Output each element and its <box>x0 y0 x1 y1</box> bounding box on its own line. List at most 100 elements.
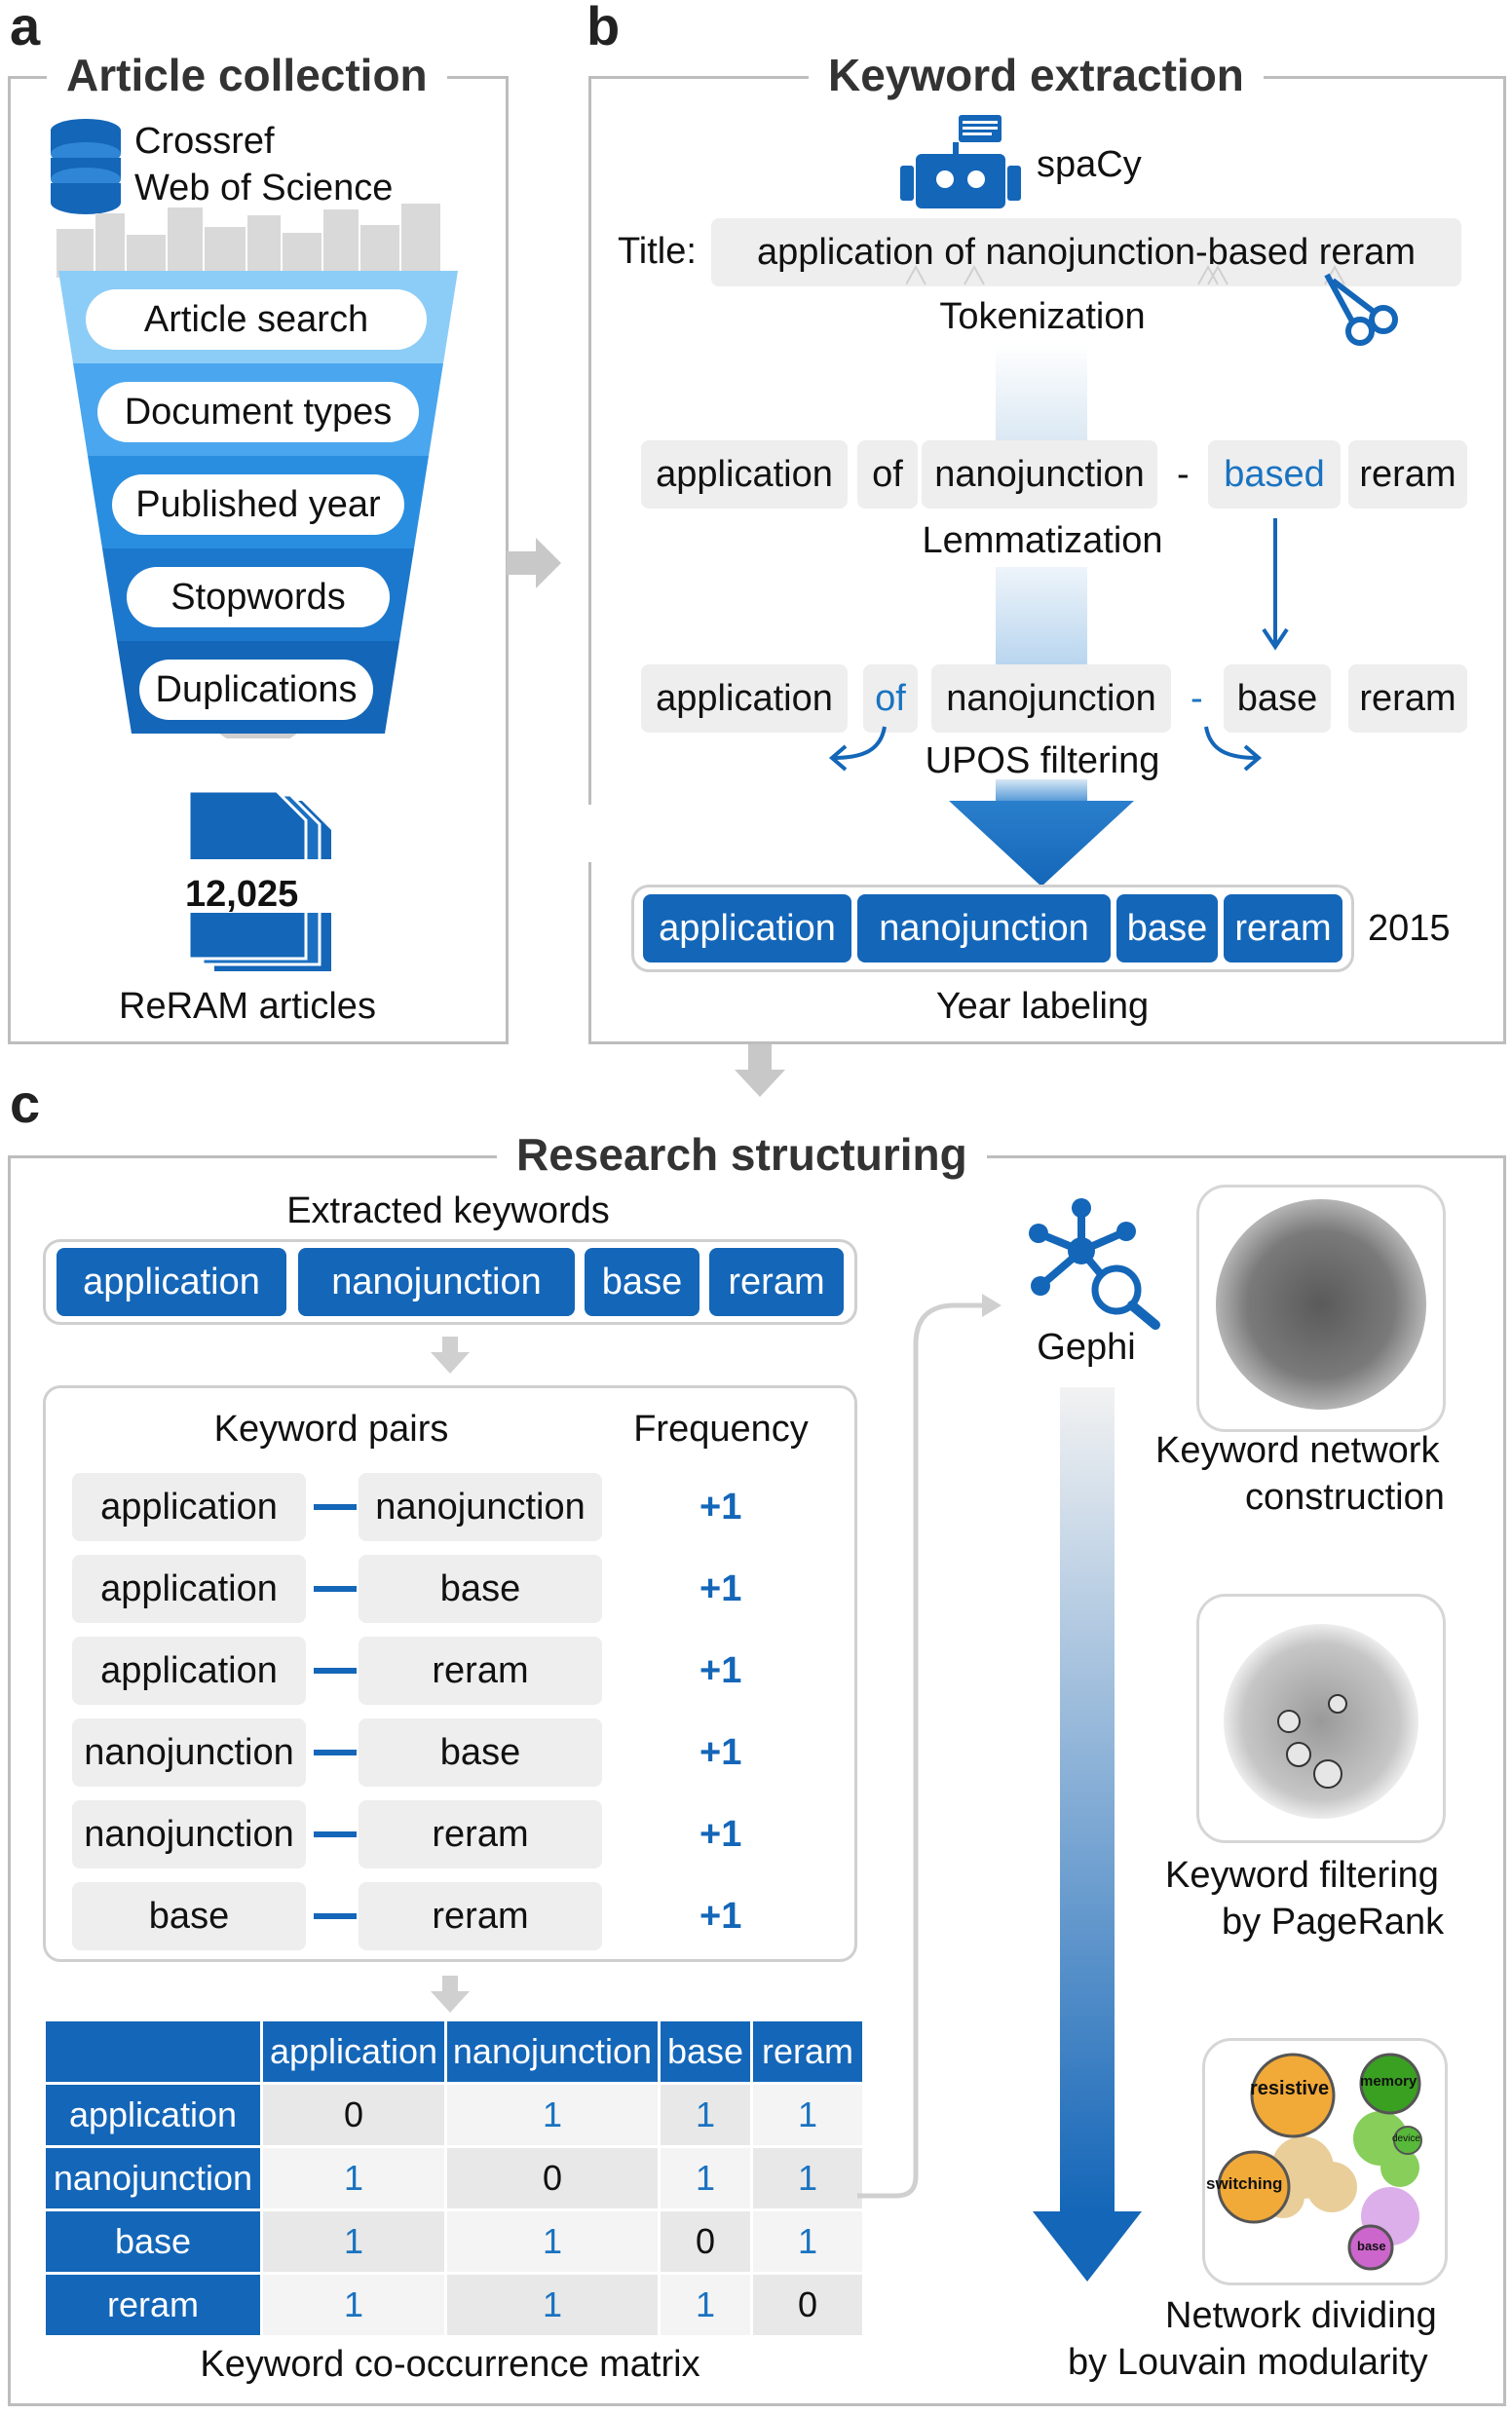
pair-connector <box>314 1913 357 1919</box>
matrix-corner <box>43 2019 263 2085</box>
lemma-nanojunction: nanojunction <box>931 664 1171 733</box>
step-lemmatization: Lemmatization <box>922 520 1163 561</box>
article-caption: ReRAM articles <box>119 986 376 1027</box>
cluster-label-resistive: resistive <box>1250 2078 1330 2099</box>
document-stack-icon <box>185 791 331 971</box>
matrix-cell: 0 <box>444 2145 661 2211</box>
cluster-label-base: base <box>1357 2239 1386 2253</box>
gephi-icon <box>1029 1198 1160 1330</box>
funnel-step-stopwords: Stopwords <box>127 567 390 627</box>
matrix-cell: 1 <box>658 2082 753 2148</box>
step-upos: UPOS filtering <box>925 740 1160 781</box>
kept-base: base <box>1116 894 1218 962</box>
filtered-network-image <box>1224 1624 1418 1819</box>
network-thumbnail <box>1196 1185 1446 1432</box>
arrow-a-to-b-icon <box>507 538 561 588</box>
panel-c-title: Research structuring <box>497 1128 987 1181</box>
freq-header: Frequency <box>633 1409 809 1450</box>
pair-frequency: +1 <box>699 1732 742 1773</box>
step3-line1: Network dividing <box>1165 2295 1437 2336</box>
pair-right: reram <box>359 1800 602 1868</box>
dense-network-image <box>1216 1199 1426 1410</box>
step3-line2: by Louvain modularity <box>1068 2342 1428 2383</box>
source-wos: Web of Science <box>134 168 394 208</box>
pair-frequency: +1 <box>699 1814 742 1855</box>
matrix-cell: 1 <box>444 2208 661 2275</box>
filter-arrow-right-icon <box>1204 726 1263 772</box>
kept-reram: reram <box>1224 894 1342 962</box>
lemma-of: of <box>863 664 918 733</box>
filter-arrow-left-icon <box>828 726 887 772</box>
extracted-base: base <box>585 1248 699 1316</box>
panel-a-title: Article collection <box>47 49 447 101</box>
cluster-label-switching: switching <box>1206 2174 1283 2193</box>
pair-left: nanojunction <box>72 1800 306 1868</box>
article-count: 12,025 <box>185 874 299 915</box>
flow-gradient-2 <box>996 567 1087 664</box>
matrix-cell: 1 <box>750 2145 865 2211</box>
panel-b-left-border-top <box>588 76 591 805</box>
token-nanojunction: nanojunction <box>922 440 1157 509</box>
tokenization-marks <box>906 264 1345 285</box>
arrow-down-small-1-icon <box>431 1337 470 1374</box>
kept-application: application <box>643 894 851 962</box>
matrix-cell: 1 <box>260 2145 447 2211</box>
arrow-down-small-2-icon <box>431 1976 470 2013</box>
pair-left: base <box>72 1882 306 1950</box>
matrix-row-header: nanojunction <box>43 2145 263 2211</box>
pipeline-arrow-shaft <box>1060 1387 1115 2213</box>
funnel-step-published-year: Published year <box>112 474 404 535</box>
pair-connector <box>314 1668 357 1674</box>
pipeline-arrow-head-icon <box>1033 2211 1142 2282</box>
flow-gradient-1 <box>996 343 1087 440</box>
pair-frequency: +1 <box>699 1487 742 1528</box>
pair-left: application <box>72 1473 306 1541</box>
flow-arrow-down-icon <box>949 801 1134 887</box>
matrix-cell: 1 <box>658 2145 753 2211</box>
cluster-label-device: device <box>1392 2133 1420 2144</box>
pair-right: reram <box>359 1637 602 1705</box>
lemma-reram: reram <box>1348 664 1467 733</box>
step1-line2: construction <box>1245 1477 1445 1518</box>
matrix-row-header: base <box>43 2208 263 2275</box>
panel-b-left-border-bottom <box>588 862 591 1044</box>
document-pile-icon <box>57 204 440 278</box>
matrix-col-header: reram <box>750 2019 865 2085</box>
token-of: of <box>857 440 918 509</box>
matrix-cell: 1 <box>750 2208 865 2275</box>
pagerank-thumbnail <box>1196 1594 1446 1843</box>
panel-c-label: c <box>10 1073 41 1134</box>
pair-connector <box>314 1750 357 1755</box>
extracted-application: application <box>57 1248 286 1316</box>
token-based: based <box>1208 440 1341 509</box>
year-value: 2015 <box>1368 908 1451 949</box>
pair-right: base <box>359 1718 602 1787</box>
matrix-col-header: application <box>260 2019 447 2085</box>
lemma-arrow-icon <box>1262 518 1289 651</box>
step2-line1: Keyword filtering <box>1165 1855 1439 1896</box>
step1-line1: Keyword network <box>1155 1430 1440 1471</box>
pair-right: nanojunction <box>359 1473 602 1541</box>
community-network-image <box>1217 2053 1422 2271</box>
funnel-step-document-types: Document types <box>97 382 419 442</box>
step2-line2: by PageRank <box>1222 1902 1445 1943</box>
token-application: application <box>641 440 848 509</box>
pair-left: application <box>72 1637 306 1705</box>
kept-nanojunction: nanojunction <box>857 894 1111 962</box>
pair-right: base <box>359 1555 602 1623</box>
robot-icon <box>900 115 1021 208</box>
title-prefix: Title: <box>618 231 697 272</box>
pair-right: reram <box>359 1882 602 1950</box>
panel-b-label: b <box>586 0 621 57</box>
scissors-icon <box>1324 273 1398 346</box>
extracted-reram: reram <box>709 1248 844 1316</box>
step-year-labeling: Year labeling <box>935 986 1150 1027</box>
matrix-cell: 1 <box>260 2208 447 2275</box>
matrix-cell: 1 <box>658 2272 753 2338</box>
louvain-thumbnail <box>1202 2038 1448 2285</box>
extracted-nanojunction: nanojunction <box>298 1248 575 1316</box>
matrix-cell: 1 <box>260 2272 447 2338</box>
pairs-header: Keyword pairs <box>213 1409 449 1450</box>
pair-connector <box>314 1586 357 1592</box>
panel-a-label: a <box>10 0 41 57</box>
